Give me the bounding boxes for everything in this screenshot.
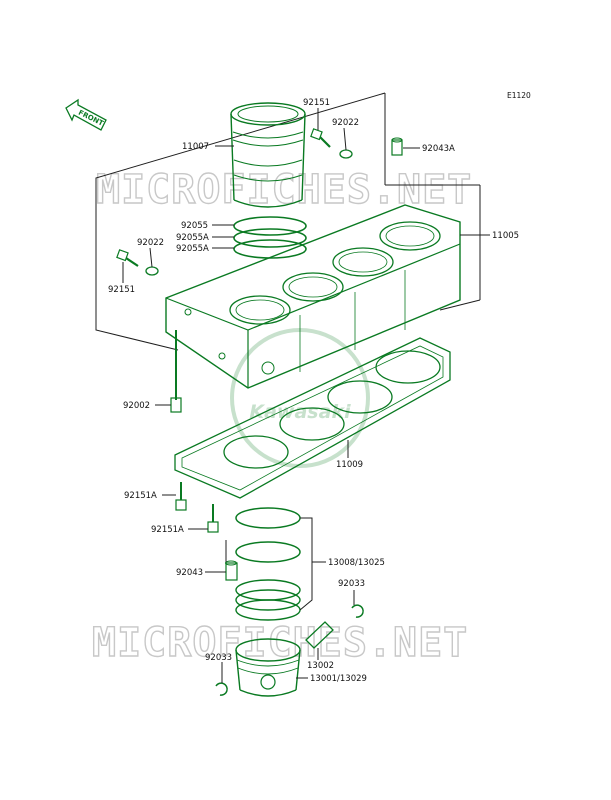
label-92033-left: 92033 bbox=[205, 653, 232, 663]
label-92022-top: 92022 bbox=[332, 118, 359, 128]
piston-13001 bbox=[235, 638, 301, 697]
label-13001-13029: 13001/13029 bbox=[310, 674, 367, 684]
label-13002: 13002 bbox=[307, 661, 334, 671]
circlip-92033-left bbox=[215, 682, 228, 696]
washer-92022-top bbox=[339, 149, 353, 159]
label-92022-left: 92022 bbox=[137, 238, 164, 248]
ref-code: E1120 bbox=[507, 91, 531, 100]
piston-rings-13008 bbox=[235, 507, 301, 621]
washer-92022-left bbox=[145, 266, 159, 276]
piston-pin-13002 bbox=[305, 621, 334, 649]
circlip-92033-right bbox=[351, 604, 364, 618]
gasket-11009 bbox=[174, 337, 451, 499]
label-11009: 11009 bbox=[336, 460, 363, 470]
bolt-92151-top bbox=[310, 128, 331, 148]
label-92002: 92002 bbox=[123, 401, 150, 411]
front-arrow-icon: FRONT bbox=[65, 98, 107, 131]
label-92033-right: 92033 bbox=[338, 579, 365, 589]
bolt-92151-left bbox=[116, 249, 139, 267]
label-92151-left: 92151 bbox=[108, 285, 135, 295]
label-92151-top: 92151 bbox=[303, 98, 330, 108]
label-92055A-1: 92055A bbox=[176, 233, 209, 243]
label-92055: 92055 bbox=[181, 221, 208, 231]
label-92043: 92043 bbox=[176, 568, 203, 578]
watermark-bottom: MICROFICHES.NET bbox=[92, 620, 468, 666]
bolt-92002 bbox=[170, 330, 182, 413]
dowel-92043A bbox=[391, 137, 403, 156]
label-11005: 11005 bbox=[492, 231, 519, 241]
label-92151A-2: 92151A bbox=[151, 525, 184, 535]
label-11007: 11007 bbox=[182, 142, 209, 152]
label-13008-13025: 13008/13025 bbox=[328, 558, 385, 568]
label-92151A-1: 92151A bbox=[124, 491, 157, 501]
label-92055A-2: 92055A bbox=[176, 244, 209, 254]
piston-rings-92055 bbox=[233, 216, 307, 259]
logo-text: Kawasaki bbox=[249, 401, 351, 423]
cylinder-block-11005 bbox=[165, 204, 461, 389]
bolt-92151A-lower bbox=[207, 504, 219, 533]
label-92043A: 92043A bbox=[422, 144, 455, 154]
bolt-92151A-upper bbox=[175, 482, 187, 511]
dowel-92043 bbox=[225, 560, 238, 581]
cylinder-liner-11007 bbox=[230, 102, 306, 208]
